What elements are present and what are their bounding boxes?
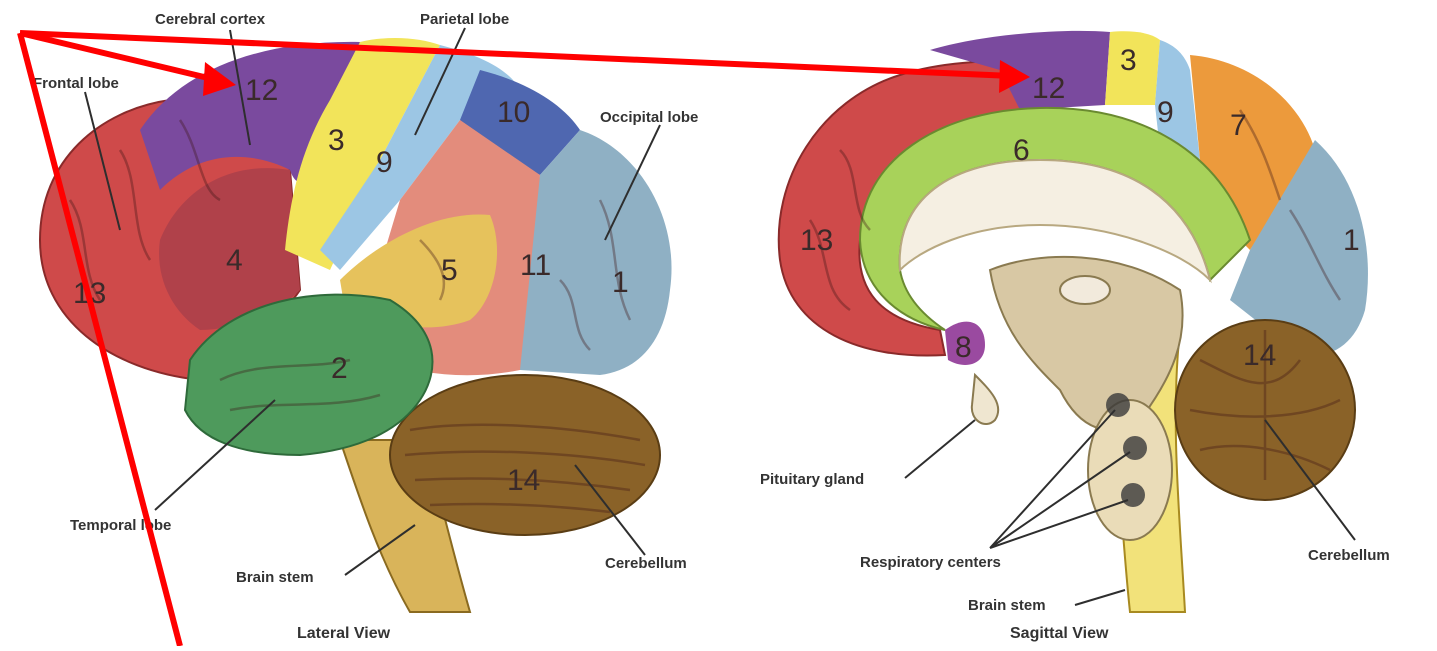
sagittal-view: 12 3 9 7 6 13 1 8 14 Pituitary gland Res… xyxy=(760,31,1390,642)
label-temporal-lobe: Temporal lobe xyxy=(70,517,171,534)
lateral-number-11: 11 xyxy=(520,249,551,282)
lateral-number-4: 4 xyxy=(226,244,243,277)
sagittal-pons-shape xyxy=(1088,400,1172,540)
respiratory-center-2 xyxy=(1123,436,1147,460)
lateral-number-1: 1 xyxy=(612,266,629,299)
label-sagittal-cerebellum: Cerebellum xyxy=(1308,547,1390,564)
label-parietal-lobe: Parietal lobe xyxy=(420,11,509,28)
caption-lateral-view: Lateral View xyxy=(297,625,391,642)
label-occipital-lobe: Occipital lobe xyxy=(600,109,698,126)
respiratory-center-3 xyxy=(1121,483,1145,507)
lateral-number-9: 9 xyxy=(376,146,393,179)
sagittal-number-9: 9 xyxy=(1157,96,1174,129)
lateral-view: 12 3 9 10 4 5 11 1 13 2 14 Cerebral cort… xyxy=(33,11,698,642)
lateral-number-3: 3 xyxy=(328,124,345,157)
lateral-number-2: 2 xyxy=(331,352,348,385)
pituitary-gland-shape xyxy=(972,375,998,424)
sagittal-thalamus xyxy=(1060,276,1110,304)
label-sagittal-brain-stem: Brain stem xyxy=(968,597,1046,614)
lateral-number-5: 5 xyxy=(441,254,458,287)
label-respiratory-centers: Respiratory centers xyxy=(860,554,1001,571)
lateral-number-14: 14 xyxy=(507,464,540,497)
sagittal-number-7: 7 xyxy=(1230,109,1247,142)
caption-sagittal-view: Sagittal View xyxy=(1010,625,1109,642)
label-lateral-cerebellum: Cerebellum xyxy=(605,555,687,572)
sagittal-number-1: 1 xyxy=(1343,224,1360,257)
lateral-number-12: 12 xyxy=(245,74,278,107)
lateral-number-10: 10 xyxy=(497,96,530,129)
sagittal-number-12: 12 xyxy=(1032,72,1065,105)
sagittal-number-14: 14 xyxy=(1243,339,1276,372)
label-cerebral-cortex: Cerebral cortex xyxy=(155,11,266,28)
label-pituitary-gland: Pituitary gland xyxy=(760,471,864,488)
sagittal-number-6: 6 xyxy=(1013,134,1030,167)
sagittal-number-8: 8 xyxy=(955,331,972,364)
label-lateral-brain-stem: Brain stem xyxy=(236,569,314,586)
label-frontal-lobe: Frontal lobe xyxy=(33,75,119,92)
lateral-cerebellum-shape xyxy=(390,375,660,535)
sagittal-number-3: 3 xyxy=(1120,44,1137,77)
sagittal-number-13: 13 xyxy=(800,224,833,257)
respiratory-center-1 xyxy=(1106,393,1130,417)
